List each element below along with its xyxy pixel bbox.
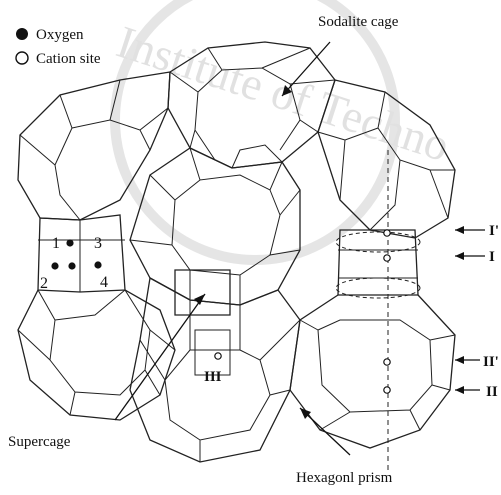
- oxygen-atom: [94, 261, 101, 268]
- oxygen-atom: [51, 262, 58, 269]
- oxygen-number-2: 2: [40, 275, 48, 292]
- site-label-II-prime: II': [483, 354, 499, 370]
- oxygen-number-1: 1: [52, 235, 60, 252]
- oxygen-sites: 1 2 3 4: [40, 235, 108, 292]
- cation-site-I: [384, 255, 390, 261]
- oxygen-atom: [68, 262, 75, 269]
- site-label-II: II: [486, 384, 498, 400]
- site-label-I-prime: I': [489, 223, 499, 239]
- site-label-I: I: [489, 249, 495, 265]
- sodalite-cage-label: Sodalite cage: [318, 14, 399, 30]
- watermark: Institute of Techno: [111, 0, 456, 260]
- site-label-III: III: [204, 369, 222, 385]
- supercage-label: Supercage: [8, 434, 71, 450]
- legend: Oxygen Cation site: [16, 27, 101, 67]
- cation-site-III: [215, 353, 221, 359]
- hexagonal-prism-label: Hexagonl prism: [296, 470, 393, 486]
- cation-site-II-prime: [384, 359, 390, 365]
- hexagonal-prism-callout: Hexagonl prism: [296, 408, 393, 486]
- oxygen-atom: [66, 239, 73, 246]
- cation-site-I-prime: [384, 230, 390, 236]
- oxygen-legend-marker: [16, 28, 28, 40]
- cation-legend-label: Cation site: [36, 51, 101, 67]
- cation-site-II: [384, 387, 390, 393]
- oxygen-number-4: 4: [100, 274, 108, 291]
- cation-legend-marker: [16, 52, 28, 64]
- supercage-callout: Supercage: [8, 294, 205, 450]
- oxygen-number-3: 3: [94, 235, 102, 252]
- oxygen-legend-label: Oxygen: [36, 27, 84, 43]
